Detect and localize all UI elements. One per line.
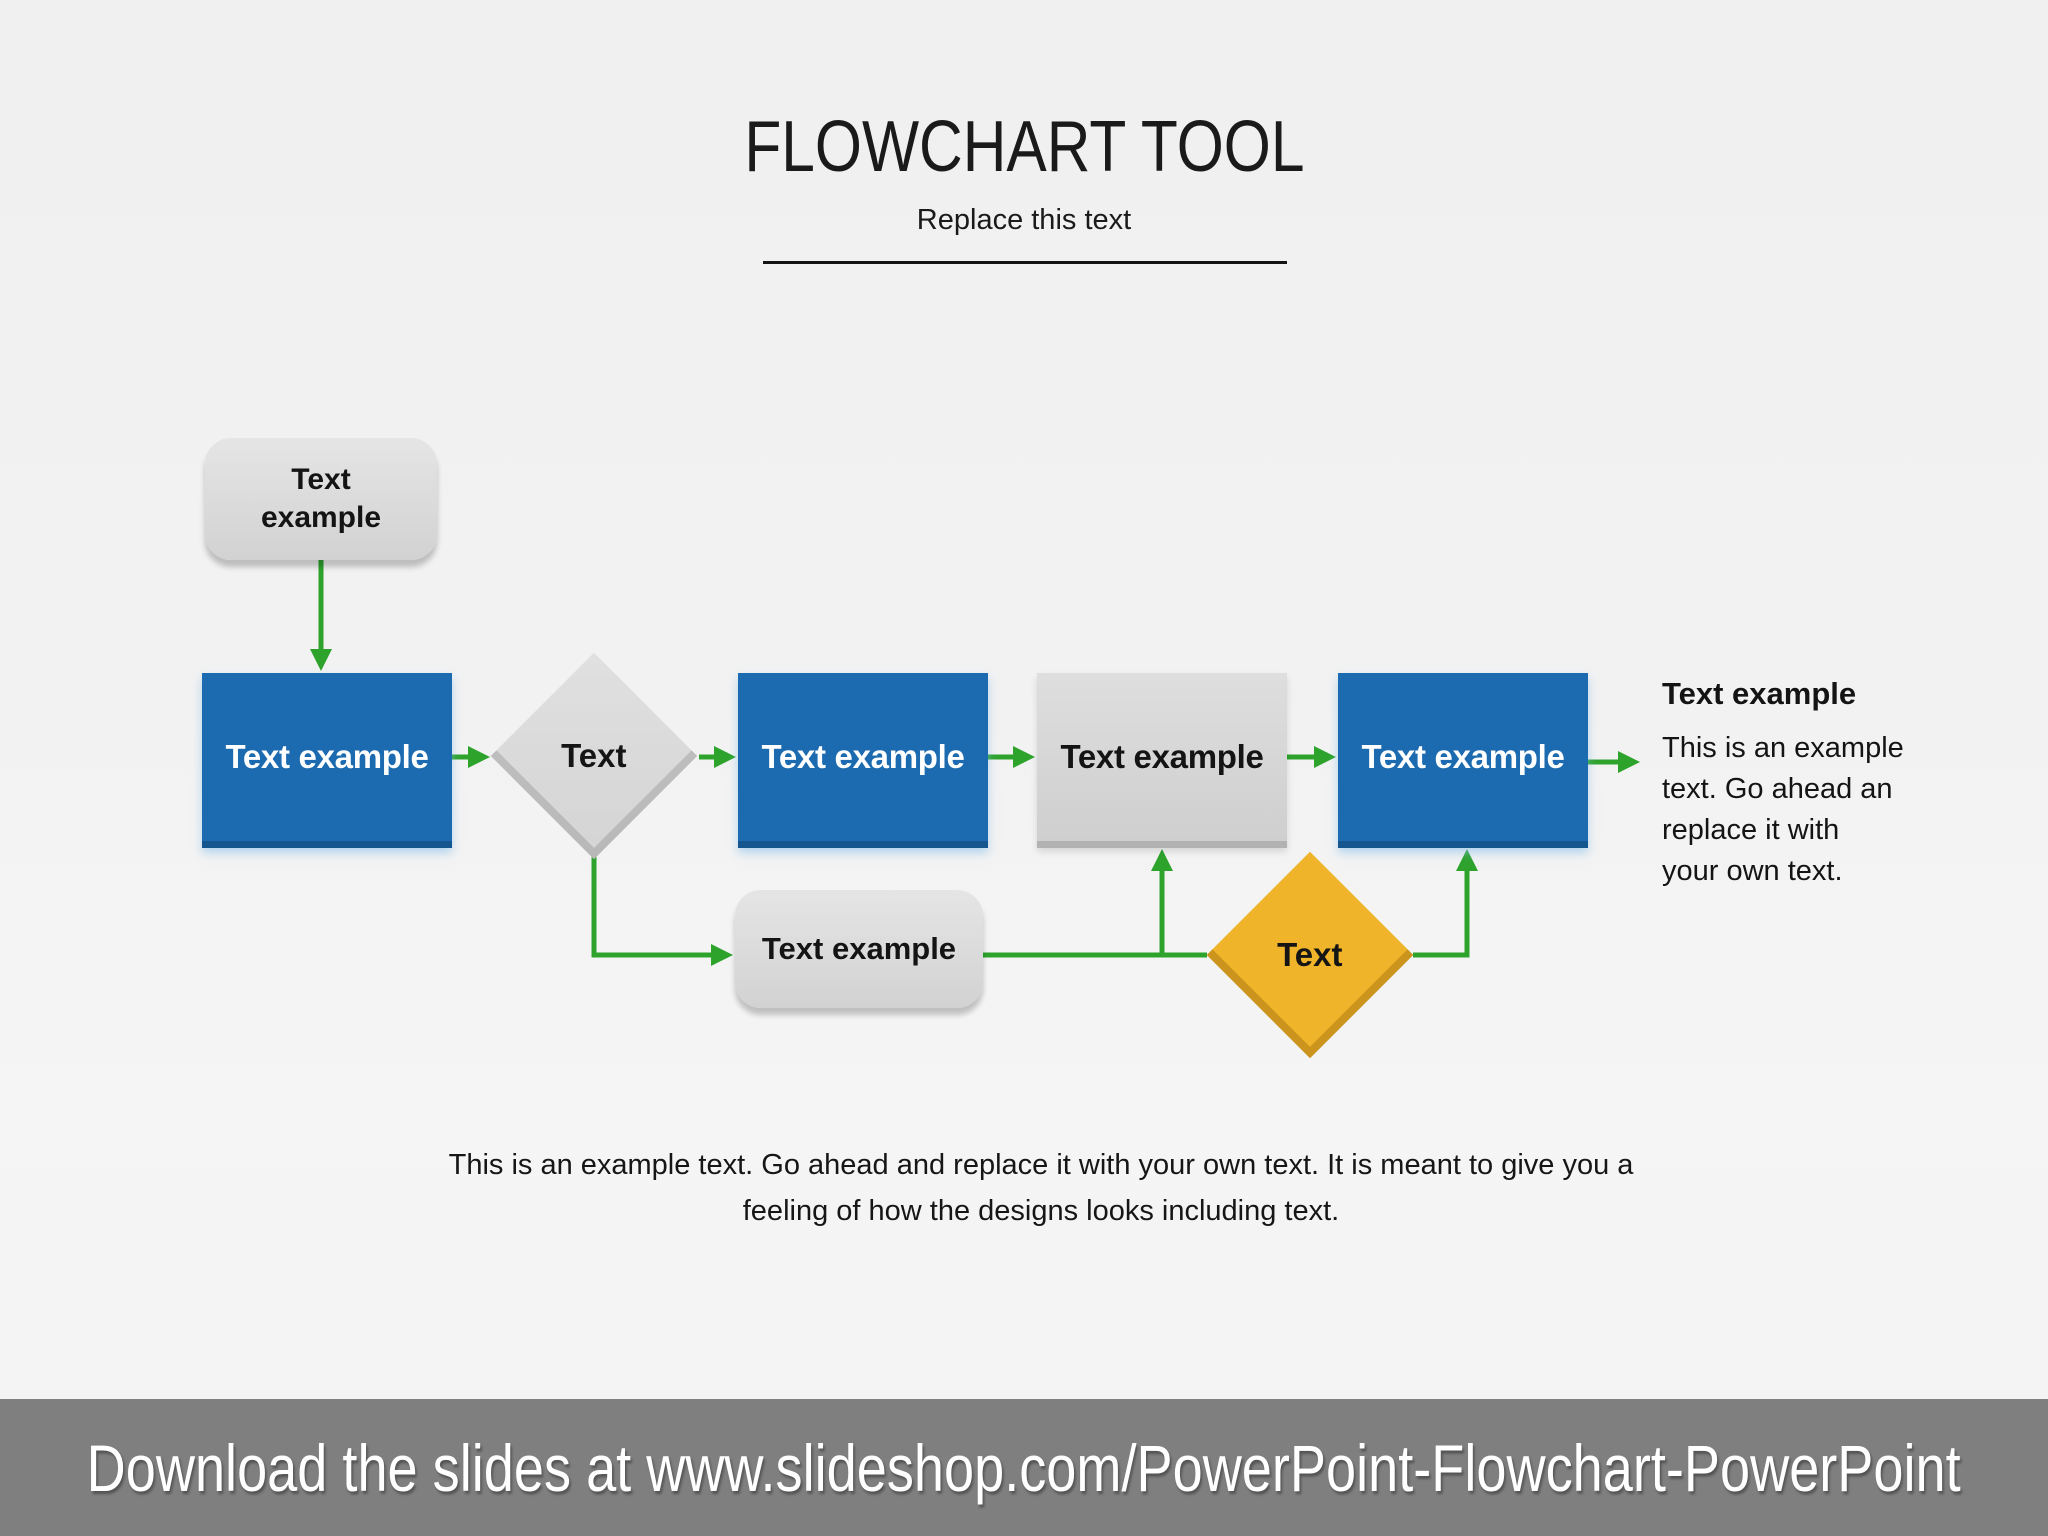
caption-line1: This is an example text. Go ahead and re…: [448, 1149, 1634, 1181]
flow-node-process2-label: Text example: [761, 738, 965, 775]
annotation-line: replace it with: [1662, 814, 1840, 846]
flow-node-process3-label: Text example: [1060, 738, 1264, 775]
connector-process4-to-annotation: [1588, 751, 1640, 773]
flow-node-process3: Text example: [1037, 673, 1287, 848]
flow-node-decision2-label: Text: [1277, 936, 1343, 973]
flow-node-process2: Text example: [738, 673, 988, 848]
flow-node-rounded2-label: Text example: [761, 931, 957, 966]
annotation-line: your own text.: [1662, 855, 1843, 887]
annotation-heading: Text example: [1662, 676, 1857, 711]
flow-node-decision1-label: Text: [561, 737, 627, 774]
annotation-block: Text example This is an example text. Go…: [1662, 676, 1932, 892]
slide-header: FLOWCHART TOOL: [0, 106, 2048, 188]
connector-process1-to-decision1: [452, 746, 490, 768]
connector-process2-to-process3: [988, 746, 1035, 768]
flow-node-start-label: Text example: [260, 463, 382, 534]
connector-start-to-process1: [310, 560, 332, 671]
annotation-line: This is an example: [1662, 732, 1904, 764]
footer-bar: Download the slides at www.slideshop.com…: [0, 1399, 2048, 1536]
connector-decision1-to-process2: [699, 746, 736, 768]
flow-node-rounded2: Text example: [735, 890, 983, 1008]
flow-node-process4: Text example: [1338, 673, 1588, 848]
subtitle-underline: [763, 261, 1287, 264]
connector-branch-up-to-process3: [1151, 849, 1173, 955]
connector-decision2-to-process4: [1413, 849, 1478, 958]
flow-node-process1: Text example: [202, 673, 452, 848]
slide-subtitle-wrap: Replace this text: [0, 204, 2048, 237]
annotation-line: text. Go ahead an: [1662, 773, 1893, 805]
page-title: FLOWCHART TOOL: [743, 107, 1305, 187]
connector-decision1-to-rounded2: [591, 856, 733, 966]
page-subtitle: Replace this text: [916, 204, 1132, 236]
footer-download-text: Download the slides at www.slideshop.com…: [87, 1430, 1962, 1505]
connector-process3-to-process4: [1287, 746, 1336, 768]
caption-line2: feeling of how the designs looks includi…: [742, 1195, 1340, 1227]
slide-caption: This is an example text. Go ahead and re…: [324, 1142, 1758, 1234]
flow-node-process4-label: Text example: [1361, 738, 1565, 775]
flow-node-process1-label: Text example: [225, 738, 429, 775]
flow-node-start-rounded: Text example: [205, 438, 437, 560]
